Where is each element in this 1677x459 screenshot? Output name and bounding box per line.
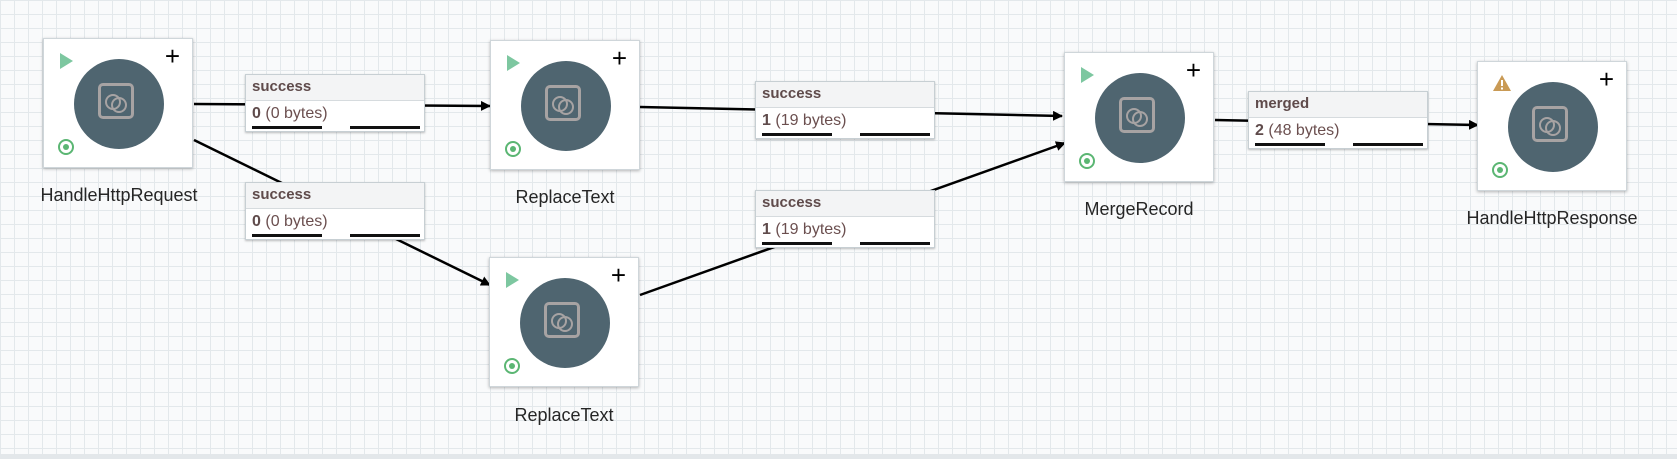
play-icon[interactable] (1081, 67, 1094, 83)
processor-name: ReplaceText (515, 187, 615, 207)
connection-relationship: success (246, 75, 424, 101)
backpressure-count-bar (762, 133, 832, 136)
connection-label[interactable]: success 0 (0 bytes) (245, 182, 425, 240)
queue-size: (48 bytes) (1268, 122, 1340, 139)
valid-status-icon (1079, 153, 1095, 169)
processor-name: HandleHttpResponse (1466, 208, 1638, 228)
backpressure-count-bar (1255, 143, 1325, 146)
valid-status-icon (1492, 162, 1508, 178)
add-icon[interactable]: + (1598, 64, 1614, 94)
queue-count: 1 (762, 112, 771, 129)
queue-count: 1 (762, 221, 771, 238)
processor-name: ReplaceText (514, 405, 614, 425)
add-icon[interactable]: + (611, 43, 627, 73)
processor-replacetext-2[interactable]: + (489, 257, 639, 387)
connection-relationship: success (756, 82, 934, 108)
queue-count: 0 (252, 105, 261, 122)
backpressure-size-bar (350, 234, 420, 237)
add-icon[interactable]: + (610, 260, 626, 290)
connection-label[interactable]: success 1 (19 bytes) (755, 81, 935, 139)
valid-status-icon (505, 141, 521, 157)
processor-icon (520, 278, 610, 368)
backpressure-size-bar (350, 126, 420, 129)
processor-handlehttpresponse[interactable]: + (1477, 61, 1627, 191)
processor-mergerecord[interactable]: + (1064, 52, 1214, 182)
processor-name: HandleHttpRequest (40, 185, 198, 205)
warning-icon[interactable] (1492, 74, 1512, 92)
connection-label[interactable]: success 0 (0 bytes) (245, 74, 425, 132)
processor-icon (74, 59, 164, 149)
connection-label[interactable]: success 1 (19 bytes) (755, 190, 935, 248)
backpressure-size-bar (860, 133, 930, 136)
connection-label[interactable]: merged 2 (48 bytes) (1248, 91, 1428, 149)
queue-size: (19 bytes) (775, 221, 847, 238)
backpressure-count-bar (252, 126, 322, 129)
play-icon[interactable] (60, 53, 73, 69)
processor-icon (1095, 73, 1185, 163)
queue-size: (0 bytes) (265, 213, 328, 230)
queue-size: (0 bytes) (265, 105, 328, 122)
connection-relationship: success (246, 183, 424, 209)
backpressure-size-bar (1353, 143, 1423, 146)
add-icon[interactable]: + (1185, 55, 1201, 85)
valid-status-icon (58, 139, 74, 155)
processor-icon (1508, 82, 1598, 172)
add-icon[interactable]: + (164, 41, 180, 71)
connection-relationship: merged (1249, 92, 1427, 118)
canvas-bottom-scrollbar[interactable] (0, 454, 1677, 459)
queue-count: 2 (1255, 122, 1264, 139)
play-icon[interactable] (506, 272, 519, 288)
play-icon[interactable] (507, 55, 520, 71)
queue-count: 0 (252, 213, 261, 230)
backpressure-size-bar (860, 242, 930, 245)
backpressure-count-bar (252, 234, 322, 237)
backpressure-count-bar (762, 242, 832, 245)
queue-size: (19 bytes) (775, 112, 847, 129)
processor-replacetext-1[interactable]: + (490, 40, 640, 170)
processor-icon (521, 61, 611, 151)
valid-status-icon (504, 358, 520, 374)
processor-handlehttprequest[interactable]: + (43, 38, 193, 168)
processor-name: MergeRecord (1084, 199, 1194, 219)
connection-relationship: success (756, 191, 934, 217)
